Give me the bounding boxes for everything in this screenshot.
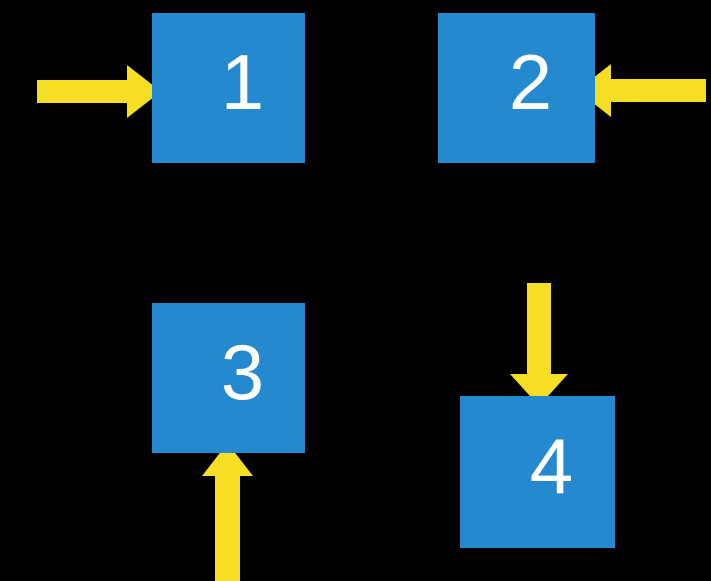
- box-2[interactable]: 2: [438, 13, 595, 163]
- arrow-up-into-box-3: [202, 443, 253, 581]
- arrow-right-polygon: [37, 65, 161, 118]
- arrow-right-into-box-1: [37, 65, 161, 118]
- box-3-label: 3: [220, 328, 265, 416]
- arrow-down-polygon: [510, 283, 568, 406]
- box-4-label: 4: [529, 422, 574, 510]
- box-1-label: 1: [220, 38, 265, 126]
- arrow-left-polygon: [577, 64, 706, 117]
- box-2-label: 2: [508, 38, 553, 126]
- box-1[interactable]: 1: [152, 13, 305, 163]
- box-4[interactable]: 4: [460, 396, 615, 548]
- arrow-up-polygon: [202, 443, 253, 581]
- box-3[interactable]: 3: [152, 303, 305, 453]
- arrow-down-into-box-4: [510, 283, 568, 406]
- arrow-left-into-box-2: [577, 64, 706, 117]
